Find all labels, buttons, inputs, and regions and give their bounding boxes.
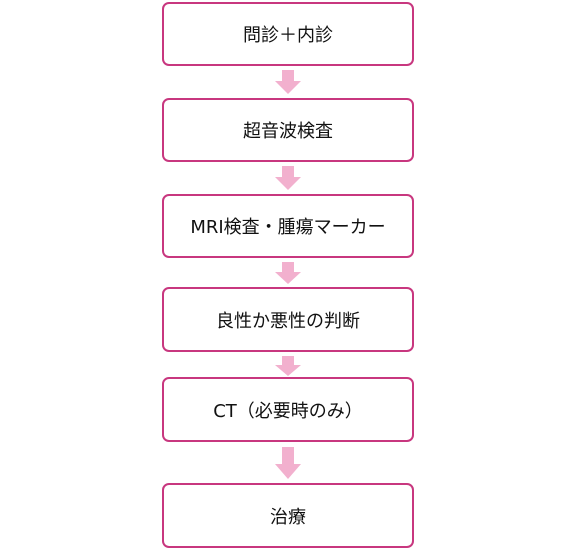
step-label: CT（必要時のみ） [213,400,363,422]
step-label: 問診＋内診 [243,25,333,46]
down-arrow-icon [275,356,301,376]
step-label: 良性か悪性の判断 [216,310,360,332]
step-treatment: 治療 [162,483,414,548]
step-mri-tumor-marker: MRI検査・腫瘍マーカー [162,194,414,258]
step-diagnosis: 良性か悪性の判断 [162,287,414,352]
step-label: 超音波検査 [243,121,333,142]
step-consultation: 問診＋内診 [162,2,414,66]
step-ct: CT（必要時のみ） [162,377,414,442]
step-label: 治療 [270,506,306,528]
down-arrow-icon [275,166,301,190]
step-label: MRI検査・腫瘍マーカー [190,217,386,238]
step-ultrasound: 超音波検査 [162,98,414,162]
down-arrow-icon [275,70,301,94]
down-arrow-icon [275,262,301,284]
down-arrow-icon [275,447,301,479]
